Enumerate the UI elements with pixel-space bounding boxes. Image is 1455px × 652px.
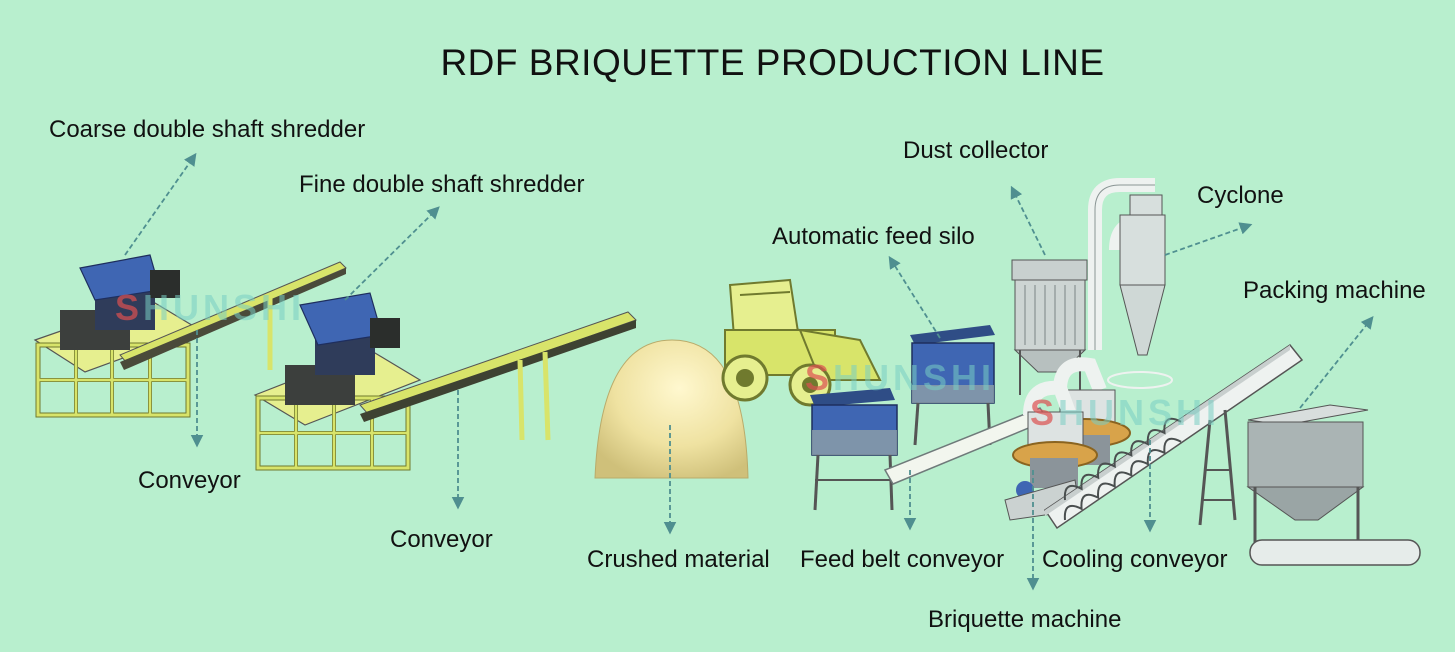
label-coarse-shredder: Coarse double shaft shredder (49, 116, 366, 143)
watermark-2: SHUNSHI (805, 357, 996, 398)
label-feed-silo: Automatic feed silo (772, 223, 975, 250)
arrow-cyclone (1164, 222, 1253, 256)
page-title: RDF BRIQUETTE PRODUCTION LINE (440, 42, 1105, 83)
cooling-conveyor-unit (1043, 343, 1304, 530)
arrow-dust-collector (1010, 185, 1046, 256)
conveyor-1-belt (119, 261, 347, 370)
dust-collector-unit (1011, 259, 1088, 395)
arrow-coarse-shredder (124, 152, 197, 256)
watermark-1: SHUNSHI (115, 287, 306, 328)
label-dust-collector: Dust collector (903, 137, 1049, 164)
label-feed-belt-conveyor: Feed belt conveyor (800, 546, 1005, 573)
coarse-shredder (33, 254, 202, 418)
label-arrows (124, 152, 1374, 591)
conveyor-2-belt (359, 311, 637, 441)
briquette-machines (1004, 357, 1131, 521)
label-conveyor-1: Conveyor (138, 467, 241, 494)
fine-shredder (253, 292, 422, 471)
label-cooling-conveyor: Cooling conveyor (1042, 546, 1228, 573)
packing-machine-unit (1246, 404, 1421, 566)
arrow-feed-silo (888, 255, 941, 339)
arrow-fine-shredder (344, 206, 440, 301)
label-cyclone: Cyclone (1197, 182, 1284, 209)
cyclone-unit (1088, 178, 1173, 389)
crushed-material-pile (594, 339, 749, 479)
watermark-3: SHUNSHI (1030, 392, 1221, 433)
arrow-packing-machine (1299, 316, 1374, 409)
label-crushed-material: Crushed material (587, 546, 770, 573)
label-fine-shredder: Fine double shaft shredder (299, 171, 585, 198)
loader (721, 278, 882, 407)
label-briquette-machine: Briquette machine (928, 606, 1122, 633)
feed-silos (810, 325, 995, 511)
label-packing-machine: Packing machine (1243, 277, 1426, 304)
label-conveyor-2: Conveyor (390, 526, 493, 553)
